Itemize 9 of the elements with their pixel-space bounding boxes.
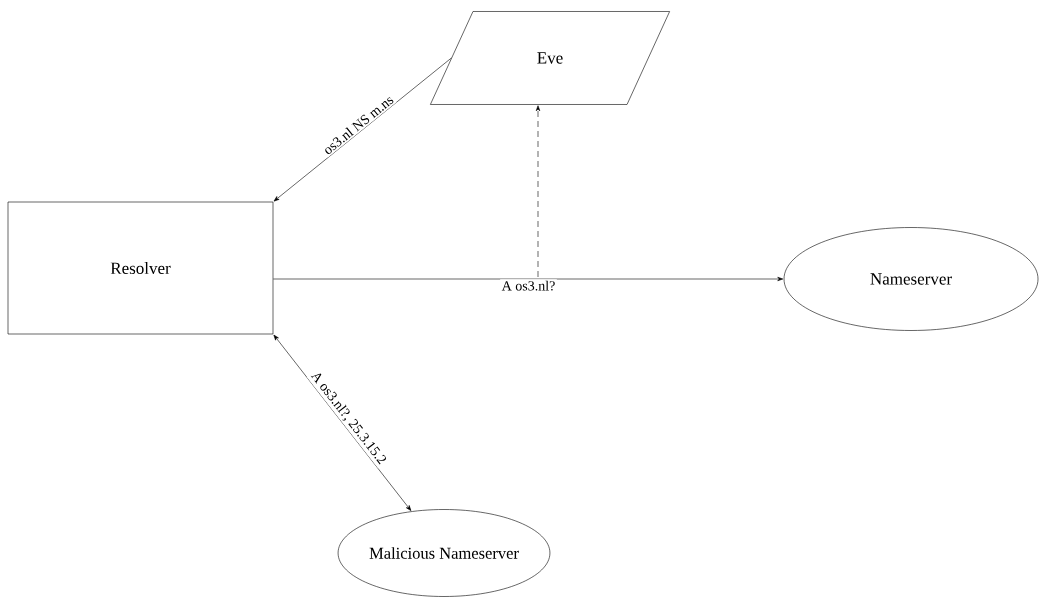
ellipse-node: Malicious Nameserver xyxy=(337,509,551,597)
ellipse-node: Nameserver xyxy=(783,227,1039,331)
arrow xyxy=(273,57,452,202)
process-box: Resolver xyxy=(7,201,274,335)
arrow xyxy=(535,105,541,278)
edge-label: A os3.nl? xyxy=(500,279,557,293)
arrow xyxy=(273,334,412,511)
parallelogram-node: Eve xyxy=(430,11,670,105)
arrow xyxy=(273,276,784,282)
